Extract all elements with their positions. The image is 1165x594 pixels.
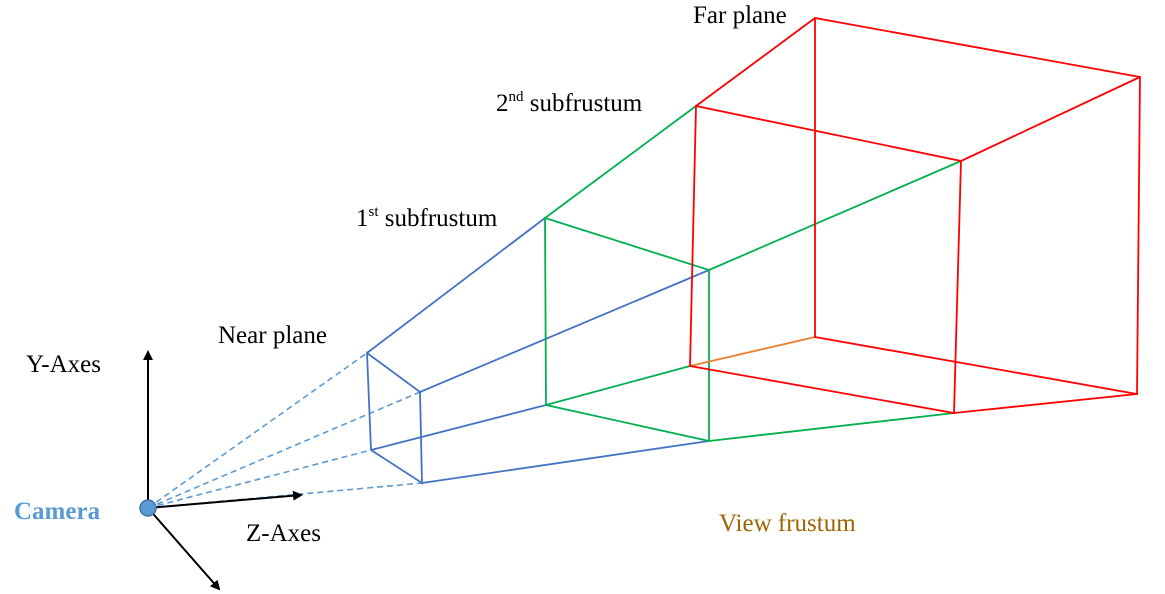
view-frustum-label: View frustum bbox=[719, 510, 856, 537]
camera-rays bbox=[147, 352, 423, 509]
hidden-edge bbox=[689, 336, 816, 367]
near-plane-quad bbox=[366, 351, 423, 485]
green-edge-bottom-left bbox=[545, 365, 691, 406]
blue-edge-bottom-right bbox=[421, 440, 710, 484]
camera-dot bbox=[139, 499, 157, 517]
camera-label: Camera bbox=[14, 498, 101, 525]
far-plane-quad bbox=[814, 16, 1141, 396]
first-subfrustum-label: 1st subfrustum bbox=[356, 204, 498, 232]
axes bbox=[143, 350, 303, 591]
third-subfrustum bbox=[689, 16, 1141, 415]
ray-bottom-left bbox=[147, 449, 372, 509]
second-subfrustum-sup: nd bbox=[509, 89, 525, 105]
blue-edge-bottom-left bbox=[370, 404, 547, 451]
second-subfrustum-num: 2 bbox=[496, 90, 509, 117]
green-edge-bottom-right bbox=[708, 412, 955, 442]
first-subfrustum-sup: st bbox=[369, 204, 380, 220]
first-subfrustum-text: subfrustum bbox=[379, 205, 498, 232]
green-edge-top-right bbox=[708, 160, 962, 271]
z-axis-arrow bbox=[147, 490, 303, 509]
ray-top-right bbox=[147, 391, 421, 509]
green-edge-top-left bbox=[544, 105, 697, 219]
x-axis-arrow bbox=[147, 507, 221, 591]
second-split-quad bbox=[689, 104, 962, 415]
second-subfrustum bbox=[544, 105, 962, 443]
red-edge-bottom-right bbox=[953, 393, 1138, 414]
second-subfrustum-label: 2nd subfrustum bbox=[496, 89, 643, 117]
red-edge-top-right bbox=[960, 76, 1141, 162]
far-plane-label: Far plane bbox=[693, 2, 787, 29]
second-subfrustum-text: subfrustum bbox=[524, 90, 643, 117]
red-edge-top-left bbox=[695, 17, 816, 107]
first-subfrustum-num: 1 bbox=[356, 205, 369, 232]
near-plane-label: Near plane bbox=[218, 322, 327, 349]
z-axes-label: Z-Axes bbox=[246, 520, 321, 547]
blue-edge-top-right bbox=[419, 269, 710, 393]
y-axes-label: Y-Axes bbox=[26, 351, 101, 378]
blue-edge-top-left bbox=[366, 217, 546, 354]
ray-top-left bbox=[147, 352, 368, 509]
first-subfrustum bbox=[366, 217, 710, 485]
